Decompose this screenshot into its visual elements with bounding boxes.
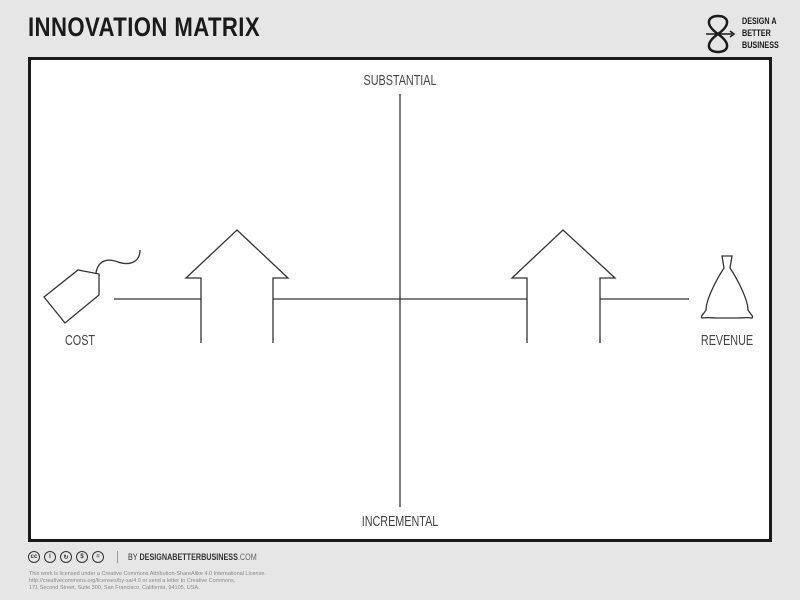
license-line: http://creativecommons.org/licenses/by-s…	[29, 578, 236, 584]
license-icons: cc i ↻ $ =	[28, 551, 104, 563]
bottom-axis-label: INCREMENTAL	[361, 513, 439, 530]
non-commercial-icon: $	[76, 551, 88, 563]
revenue-arrow-icon	[510, 229, 617, 343]
license-line: 171 Second Street, Suite 300, San Franci…	[29, 585, 200, 591]
cc-icon: cc	[28, 551, 40, 563]
logo-line: BUSINESS	[742, 40, 779, 50]
design-a-better-business-logo-icon	[706, 14, 736, 54]
divider	[117, 551, 118, 563]
brand-suffix: .COM	[237, 552, 257, 562]
logo-line: DESIGN A	[742, 16, 777, 26]
attribution-icon: i	[44, 551, 56, 563]
no-derivatives-icon: =	[92, 551, 104, 563]
logo-line: BETTER	[742, 28, 771, 38]
license-text: This work is licensed under a Creative C…	[29, 571, 266, 592]
page-title: INNOVATION MATRIX	[28, 12, 261, 42]
brand-name: DESIGNABETTERBUSINESS	[139, 552, 238, 562]
revenue-label: REVENUE	[700, 332, 754, 349]
top-axis-label: SUBSTANTIAL	[363, 72, 437, 89]
by-prefix: BY	[128, 552, 140, 562]
license-line: This work is licensed under a Creative C…	[29, 571, 266, 577]
price-tag-icon	[43, 249, 141, 324]
logo-text: DESIGN A BETTER BUSINESS	[742, 15, 779, 51]
money-bag-icon	[700, 255, 754, 319]
cost-label: COST	[64, 332, 96, 349]
website-credit[interactable]: BY DESIGNABETTERBUSINESS.COM	[128, 552, 257, 562]
share-alike-icon: ↻	[60, 551, 72, 563]
cost-arrow-icon	[184, 229, 290, 343]
